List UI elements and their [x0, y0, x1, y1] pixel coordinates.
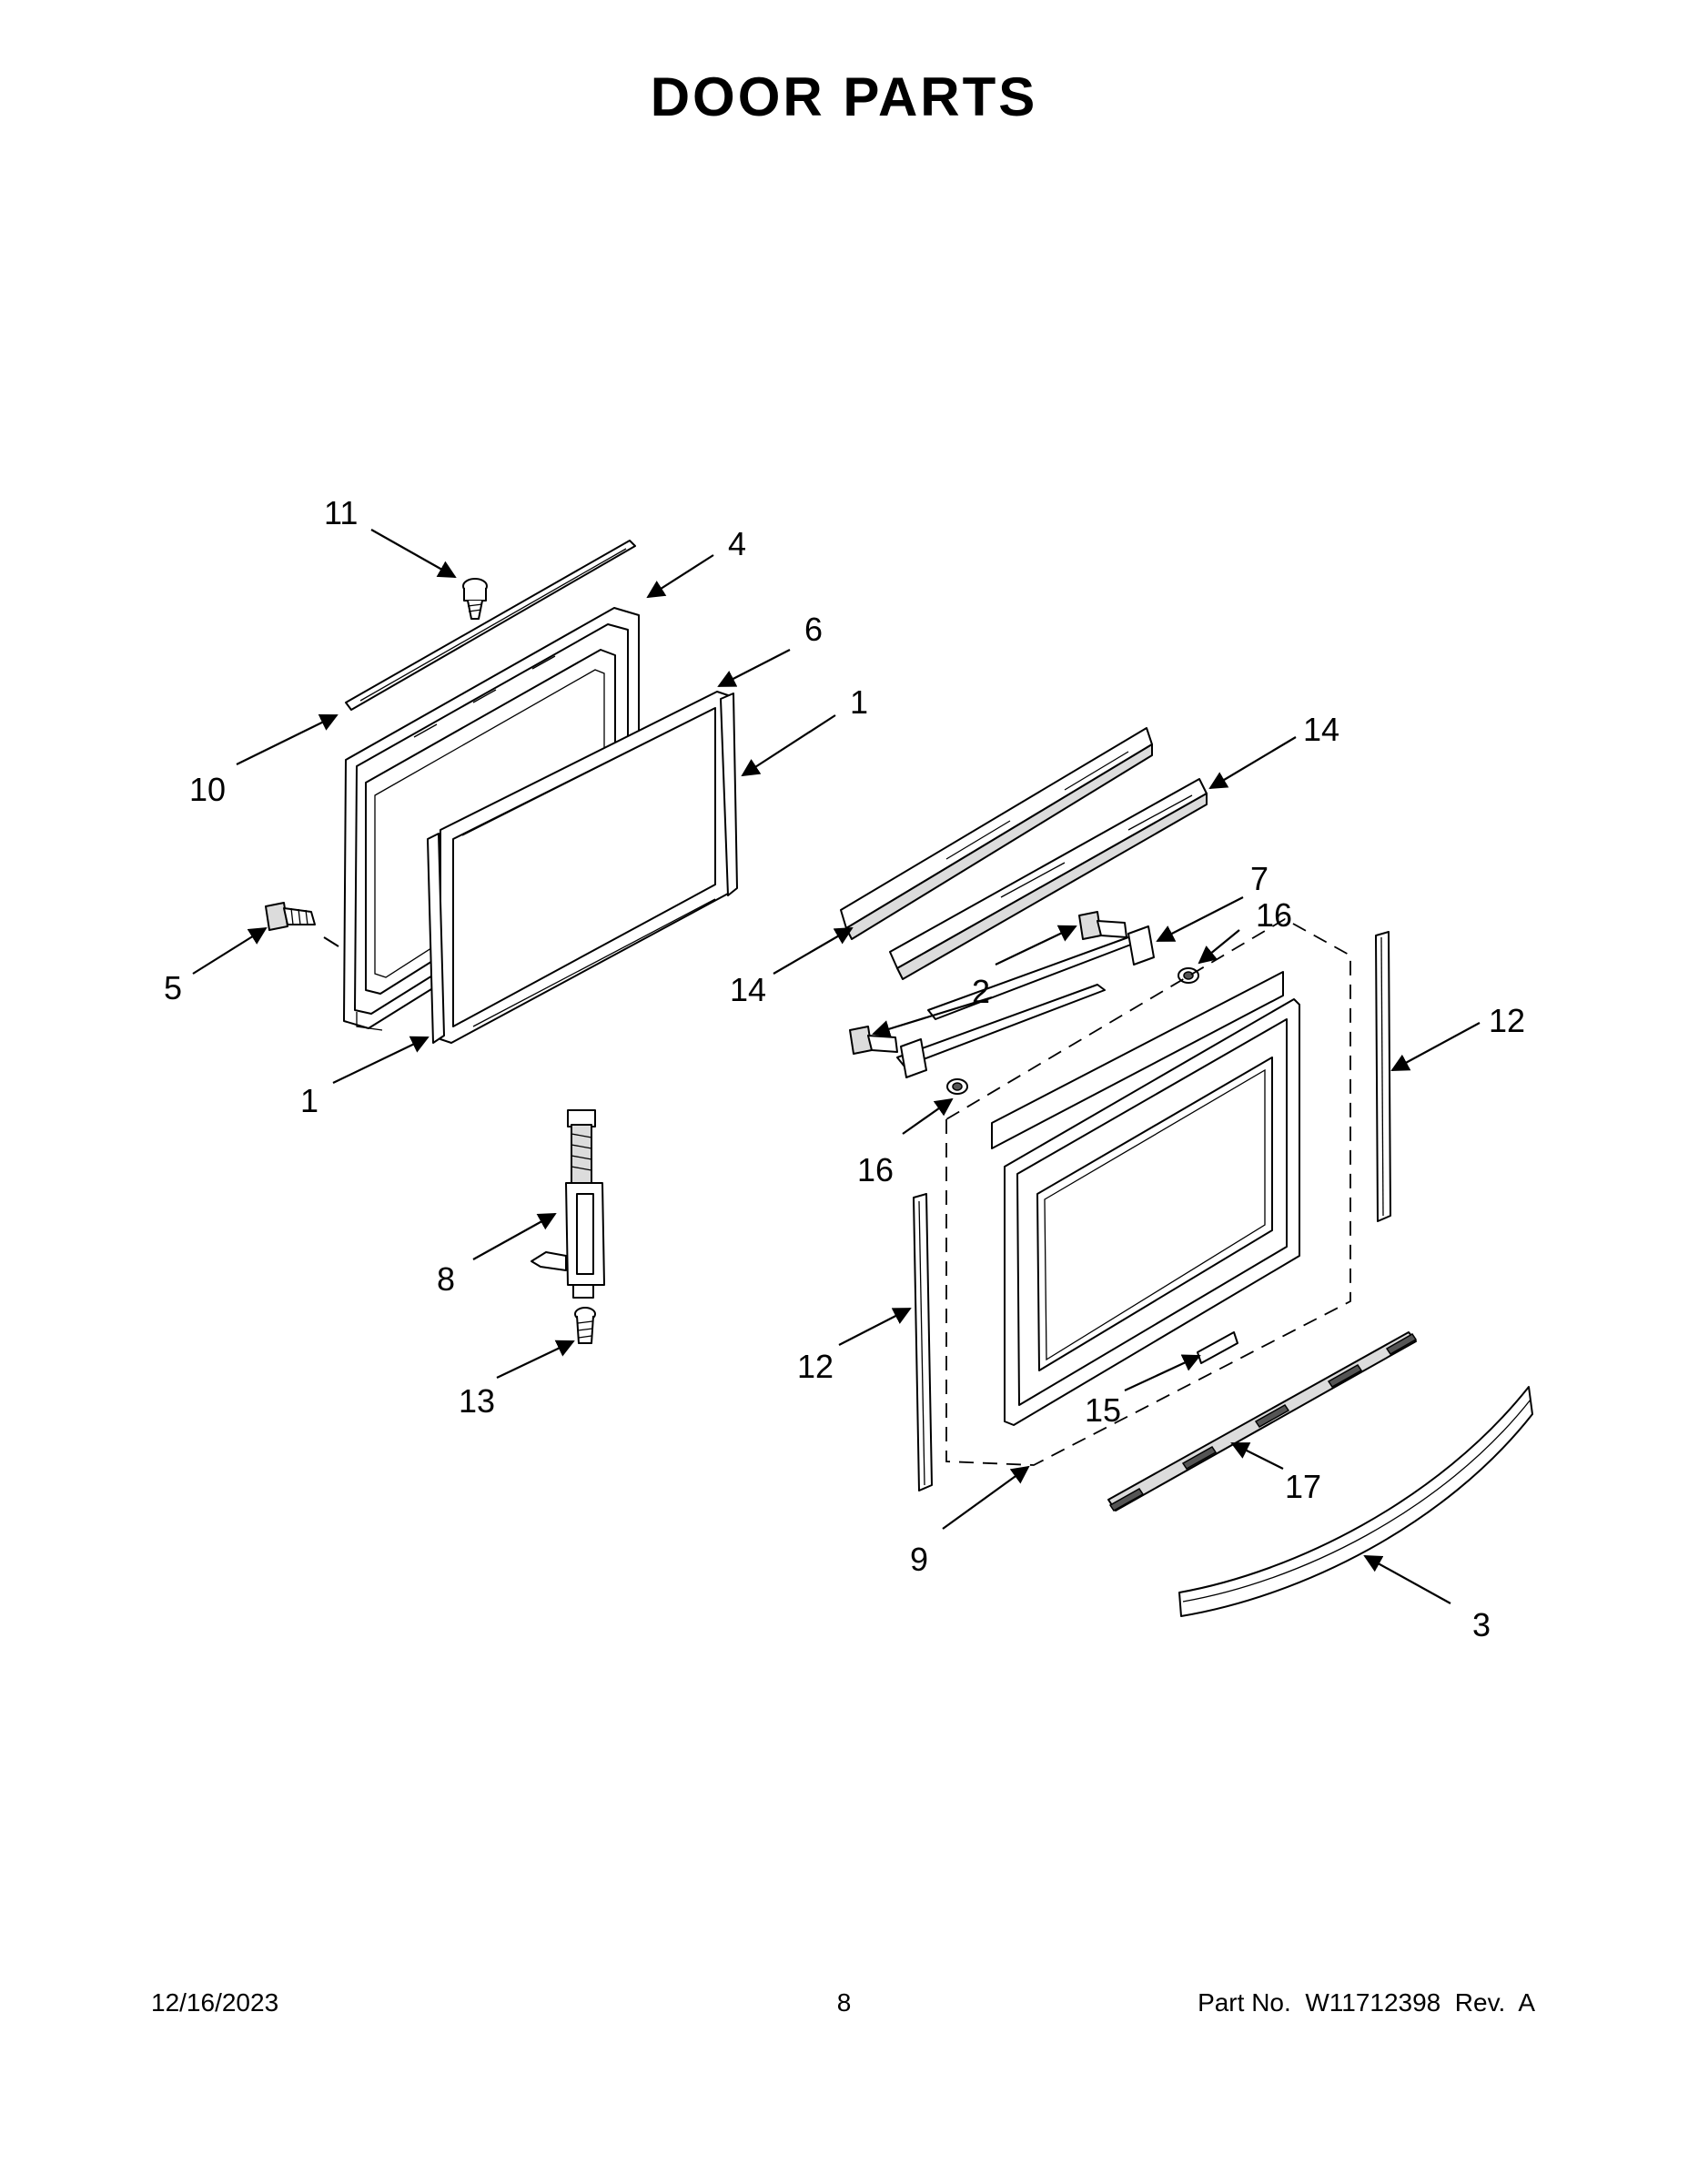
callout-13: 13 [459, 1382, 495, 1420]
screw-13 [574, 1307, 596, 1344]
callout-4: 4 [728, 525, 746, 562]
callout-7: 7 [1250, 860, 1269, 897]
hinge [531, 1109, 605, 1299]
gasket-left [427, 833, 445, 1044]
callout-16-upper: 16 [1256, 896, 1292, 934]
door-channel-lower [889, 778, 1208, 980]
callout-9: 9 [910, 1541, 928, 1578]
bushing-lower [946, 1078, 968, 1095]
callout-8: 8 [437, 1260, 455, 1298]
callout-2: 2 [972, 973, 990, 1010]
door-vent-17 [1107, 1331, 1418, 1512]
hinge-receiver-upper [927, 911, 1155, 1020]
top-trim-strip [345, 540, 636, 711]
leader-lines [192, 529, 1481, 1604]
callout-16-lower: 16 [857, 1151, 894, 1188]
callout-14-right: 14 [1303, 711, 1339, 748]
door-side-trim-left [913, 1193, 933, 1491]
door-side-trim-right [1375, 931, 1391, 1222]
callout-3: 3 [1472, 1606, 1491, 1643]
page-title: DOOR PARTS [650, 66, 1038, 127]
footer-page-number: 8 [836, 1988, 852, 2017]
callout-10: 10 [189, 771, 226, 808]
callout-12-left: 12 [797, 1348, 834, 1385]
callout-15: 15 [1085, 1391, 1121, 1429]
screw-11 [462, 578, 488, 620]
callout-12-right: 12 [1489, 1002, 1525, 1039]
hinge-receiver-lower [849, 984, 1106, 1078]
door-handle [1178, 1386, 1533, 1617]
callout-11: 11 [324, 494, 358, 531]
callout-14-left: 14 [730, 971, 766, 1008]
footer-part-number: Part No. W11712398 Rev. A [1198, 1988, 1535, 2017]
callout-1-lower: 1 [300, 1082, 318, 1119]
callout-5: 5 [164, 969, 182, 1006]
footer-date: 12/16/2023 [151, 1988, 279, 2017]
bushing-upper [1178, 967, 1199, 984]
gasket-right [720, 693, 738, 896]
callout-17: 17 [1285, 1468, 1321, 1505]
hinge-screw-5 [265, 902, 339, 947]
callout-1-upper: 1 [850, 683, 868, 721]
outer-door-glass [991, 971, 1300, 1426]
callout-6: 6 [804, 611, 823, 648]
outer-door-dashed-outline [945, 917, 1351, 1466]
